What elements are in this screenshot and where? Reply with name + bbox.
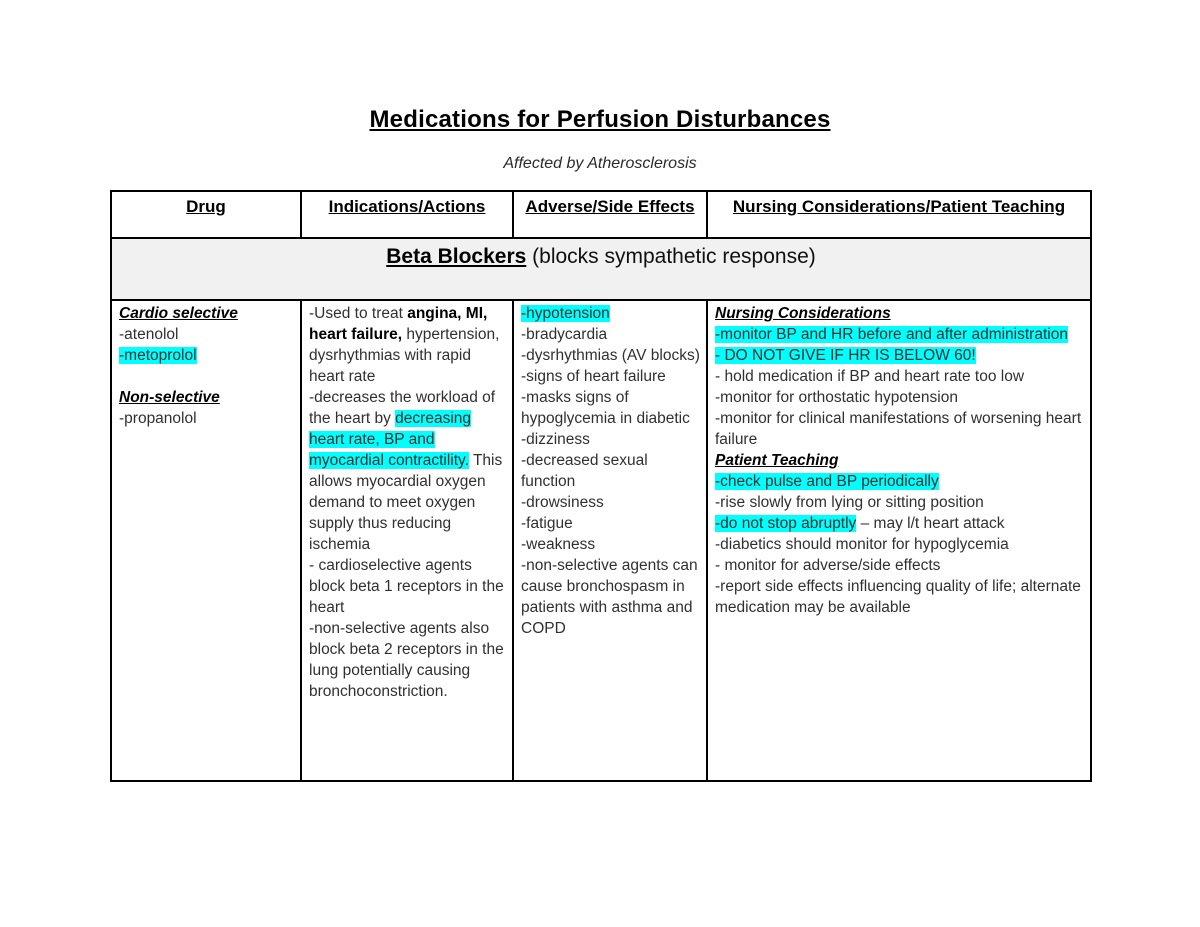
paragraph: -Used to treat angina, MI, heart failure… [309,303,507,387]
paragraph: -dizziness [521,429,701,450]
text-segment: -drowsiness [521,494,604,511]
header-cell-drug: Drug [110,190,302,239]
text-segment: -non-selective agents can cause bronchos… [521,557,698,637]
text-segment: -weakness [521,536,596,553]
page-subtitle: Affected by Atherosclerosis [503,155,697,172]
paragraph: -fatigue [521,513,701,534]
text-segment: -monitor for clinical manifestations of … [715,410,1082,448]
paragraph: - DO NOT GIVE IF HR IS BELOW 60! [715,345,1085,366]
text-segment: Beta Blockers [386,245,527,268]
paragraph: -bradycardia [521,324,701,345]
paragraph: -metoprolol [119,345,295,366]
text-segment: angina, MI, heart failure, [309,305,488,343]
text-segment: -hypotension [521,305,610,322]
paragraph: - hold medication if BP and heart rate t… [715,366,1085,387]
text-segment: -report side effects influencing quality… [715,578,1081,616]
text-segment: -dizziness [521,431,590,448]
text-segment: Non-selective [119,389,220,406]
paragraph: -non-selective agents also block beta 2 … [309,618,507,702]
text-segment: -masks signs of hypoglycemia in diabetic [521,389,690,427]
text-segment: -metoprolol [119,347,197,364]
table-row: Cardio selective -atenolol -metoprolol Non… [110,299,1092,782]
text-segment: -bradycardia [521,326,608,343]
text-segment: - cardioselective agents block beta 1 re… [309,557,504,616]
paragraph: -check pulse and BP periodically [715,471,1085,492]
text-segment: -non-selective agents also block beta 2 … [309,620,504,700]
header-cell-nursing: Nursing Considerations/Patient Teaching [706,190,1092,239]
section-title-beta-blockers: Beta Blockers (blocks sympathetic respon… [110,237,1092,301]
text-segment: -check pulse and BP periodically [715,473,939,490]
header-cell-adverse-effects: Adverse/Side Effects [512,190,708,239]
paragraph: - monitor for adverse/side effects [715,555,1085,576]
paragraph: -decreases the workload of the heart by … [309,387,507,555]
text-segment: -monitor for orthostatic hypotension [715,389,958,406]
paragraph: Nursing Considerations [715,303,1085,324]
text-segment: – may l/t heart attack [856,515,1005,532]
paragraph: Non-selective [119,387,295,408]
page-title: Medications for Perfusion Disturbances [369,106,831,133]
text-segment: -propanolol [119,410,197,427]
paragraph: -monitor for clinical manifestations of … [715,408,1085,450]
text-segment: -Used to treat [309,305,408,322]
paragraph: Patient Teaching [715,450,1085,471]
paragraph: -weakness [521,534,701,555]
medications-table: Drug Indications/Actions Adverse/Side Ef… [110,190,1092,782]
text-segment: -do not stop abruptly [715,515,857,532]
cell-nursing-considerations: Nursing Considerations -monitor BP and HR… [706,299,1092,782]
text-segment: (blocks sympathetic response) [526,245,816,268]
cell-indications-actions: -Used to treat angina, MI, heart failure… [300,299,514,782]
paragraph: -hypotension [521,303,701,324]
paragraph: -drowsiness [521,492,701,513]
text-segment: hypertension, dysrhythmias with rapid he… [309,326,500,385]
paragraph: -do not stop abruptly – may l/t heart at… [715,513,1085,534]
text-segment: Patient Teaching [715,452,839,469]
paragraph: -signs of heart failure [521,366,701,387]
table-header-row: Drug Indications/Actions Adverse/Side Ef… [110,190,1092,239]
paragraph: -rise slowly from lying or sitting posit… [715,492,1085,513]
paragraph: -diabetics should monitor for hypoglycem… [715,534,1085,555]
paragraph: -report side effects influencing quality… [715,576,1085,618]
text-segment: - hold medication if BP and heart rate t… [715,368,1025,385]
text-segment: - monitor for adverse/side effects [715,557,941,574]
paragraph [119,366,295,387]
text-segment: - DO NOT GIVE IF HR IS BELOW 60! [715,347,976,364]
paragraph: -atenolol [119,324,295,345]
paragraph: -monitor BP and HR before and after admi… [715,324,1085,345]
cell-adverse-side-effects: -hypotension -bradycardia -dysrhythmias (A… [512,299,708,782]
paragraph: -dysrhythmias (AV blocks) [521,345,701,366]
text-segment: -decreased sexual function [521,452,648,490]
cell-drug: Cardio selective -atenolol -metoprolol Non… [110,299,302,782]
text-segment: -fatigue [521,515,573,532]
text-segment: -dysrhythmias (AV blocks) [521,347,700,364]
paragraph: - cardioselective agents block beta 1 re… [309,555,507,618]
paragraph: -decreased sexual function [521,450,701,492]
paragraph: -non-selective agents can cause bronchos… [521,555,701,639]
text-segment: -rise slowly from lying or sitting posit… [715,494,984,511]
text-segment: -monitor BP and HR before and after admi… [715,326,1068,343]
text-segment: -signs of heart failure [521,368,666,385]
paragraph: -monitor for orthostatic hypotension [715,387,1085,408]
paragraph: -masks signs of hypoglycemia in diabetic [521,387,701,429]
text-segment: -atenolol [119,326,179,343]
paragraph: Cardio selective [119,303,295,324]
header-cell-indications: Indications/Actions [300,190,514,239]
paragraph: Beta Blockers (blocks sympathetic respon… [113,244,1089,269]
text-segment: Nursing Considerations [715,305,891,322]
section-row-beta-blockers: Beta Blockers (blocks sympathetic respon… [110,237,1092,301]
text-segment: -decreases the workload of the heart by [309,389,496,427]
text-segment: This allows myocardial oxygen demand to … [309,452,503,553]
paragraph: -propanolol [119,408,295,429]
text-segment: -diabetics should monitor for hypoglycem… [715,536,1009,553]
text-segment: Cardio selective [119,305,238,322]
